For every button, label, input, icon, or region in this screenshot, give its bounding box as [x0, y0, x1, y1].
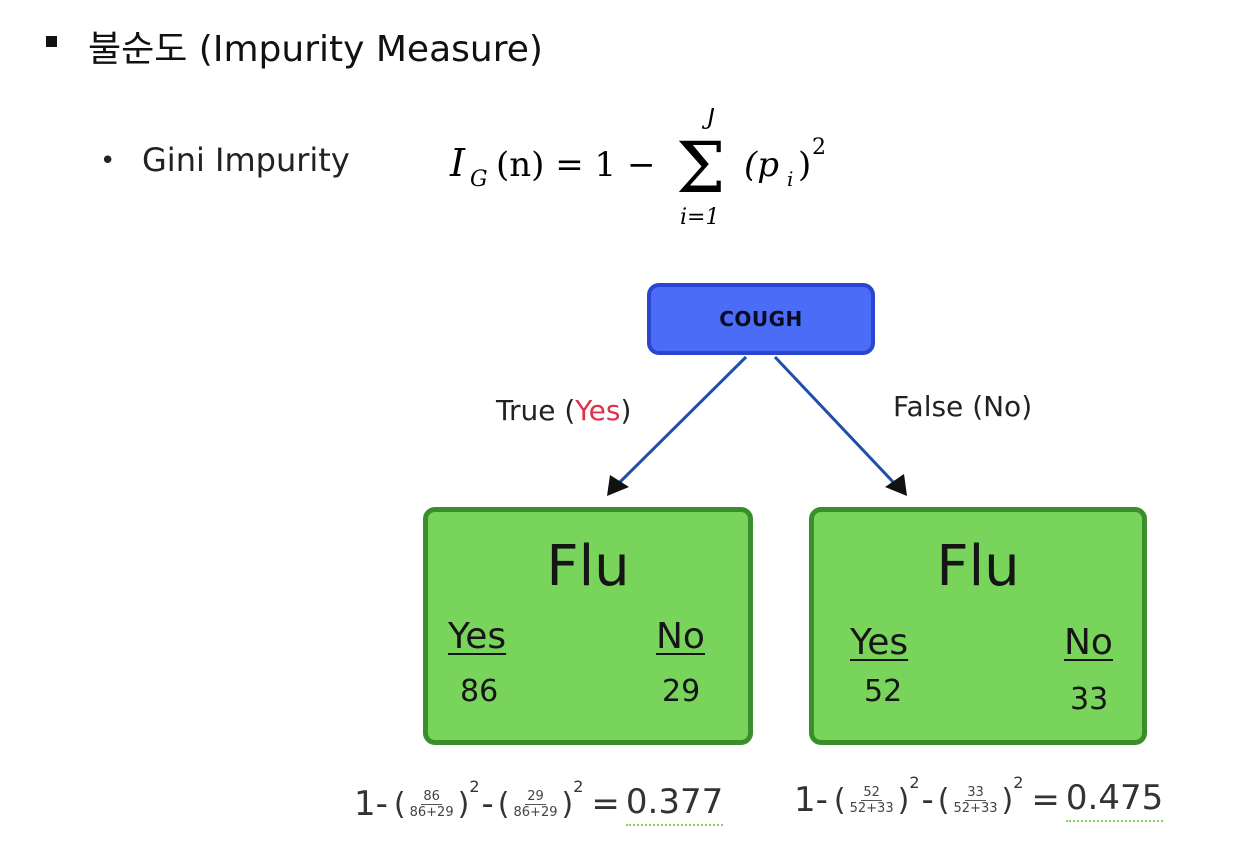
- formula-sum-lower: i=1: [680, 205, 719, 230]
- edge-label-false: False (No): [893, 390, 1033, 423]
- leaf-title: Flu: [546, 534, 630, 599]
- yes-label: Yes: [448, 616, 507, 657]
- no-label: No: [1064, 622, 1113, 663]
- yes-value: 52: [864, 674, 903, 709]
- edge-true: [616, 355, 748, 486]
- formula-exponent: 2: [812, 135, 826, 160]
- edge-label-yes: Yes: [575, 394, 621, 427]
- no-value: 33: [1070, 682, 1109, 717]
- formula-lhs-sub: G: [470, 167, 488, 192]
- leaf-node-left: Flu Yes No 86 29: [423, 507, 753, 745]
- formula-term: (p: [744, 145, 779, 185]
- leaf-node-right: Flu Yes No 52 33: [809, 507, 1147, 745]
- gini-result: 0.377: [625, 782, 724, 826]
- edge-false: [773, 355, 897, 486]
- formula-lhs-arg: (n) = 1 −: [496, 145, 655, 185]
- gini-formula: I G (n) = 1 − J Σ i=1 (p i ) 2: [449, 108, 826, 230]
- arrow-left-icon: [607, 475, 629, 496]
- no-label: No: [656, 616, 705, 657]
- heading-bullet: [46, 36, 57, 47]
- edge-label-true: True (Yes): [496, 394, 632, 427]
- formula-term-sub: i: [787, 167, 793, 191]
- root-node: COUGH: [647, 283, 875, 355]
- gini-label: Gini Impurity: [142, 141, 350, 179]
- formula-sigma: Σ: [676, 127, 726, 209]
- no-value: 29: [662, 674, 701, 709]
- arrow-right-icon: [885, 474, 907, 496]
- yes-label: Yes: [850, 622, 909, 663]
- leaf-title: Flu: [936, 534, 1020, 599]
- formula-lhs: I: [449, 141, 466, 185]
- yes-value: 86: [460, 674, 499, 709]
- gini-result: 0.475: [1065, 778, 1164, 822]
- list-bullet: •: [100, 146, 116, 176]
- formula-term-close: ): [798, 145, 811, 185]
- page-title: 불순도 (Impurity Measure): [88, 29, 543, 70]
